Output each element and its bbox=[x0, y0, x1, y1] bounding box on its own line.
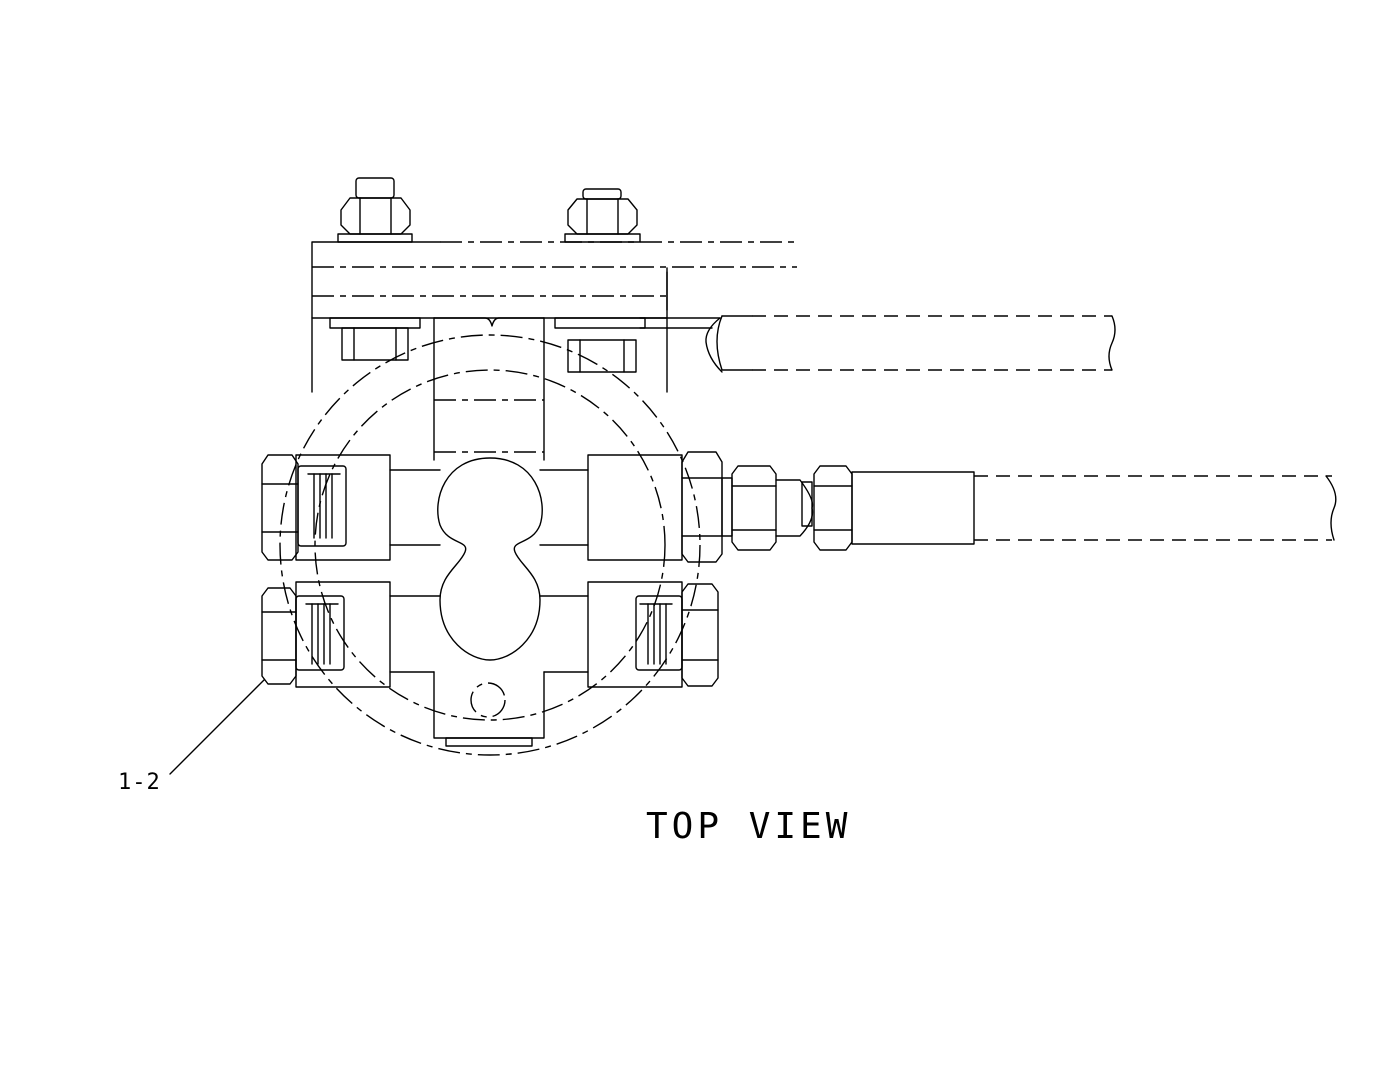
view-title: TOP VIEW bbox=[646, 806, 852, 847]
valve-body bbox=[279, 334, 701, 756]
callout-label: 1-2 bbox=[118, 770, 161, 795]
hose-assembly bbox=[681, 451, 1337, 563]
left-fitting-upper bbox=[261, 454, 347, 561]
right-fitting-lower bbox=[635, 583, 719, 687]
bottom-nut-left bbox=[329, 317, 421, 361]
port-block-upper-right bbox=[587, 454, 683, 561]
top-bolt-left bbox=[337, 177, 413, 243]
bottom-nut-right bbox=[554, 317, 646, 373]
port-block-upper-left bbox=[295, 454, 391, 561]
port-block-lower-right bbox=[587, 581, 683, 688]
callout-1-2 bbox=[169, 679, 265, 775]
upper-pipe bbox=[639, 315, 1116, 373]
top-bolt-right bbox=[564, 188, 641, 243]
left-fitting-lower bbox=[261, 587, 345, 685]
figure-eight-port bbox=[437, 457, 543, 661]
bottom-boss bbox=[433, 671, 545, 739]
port-block-lower-left bbox=[295, 581, 391, 688]
mounting-bracket bbox=[311, 177, 797, 461]
